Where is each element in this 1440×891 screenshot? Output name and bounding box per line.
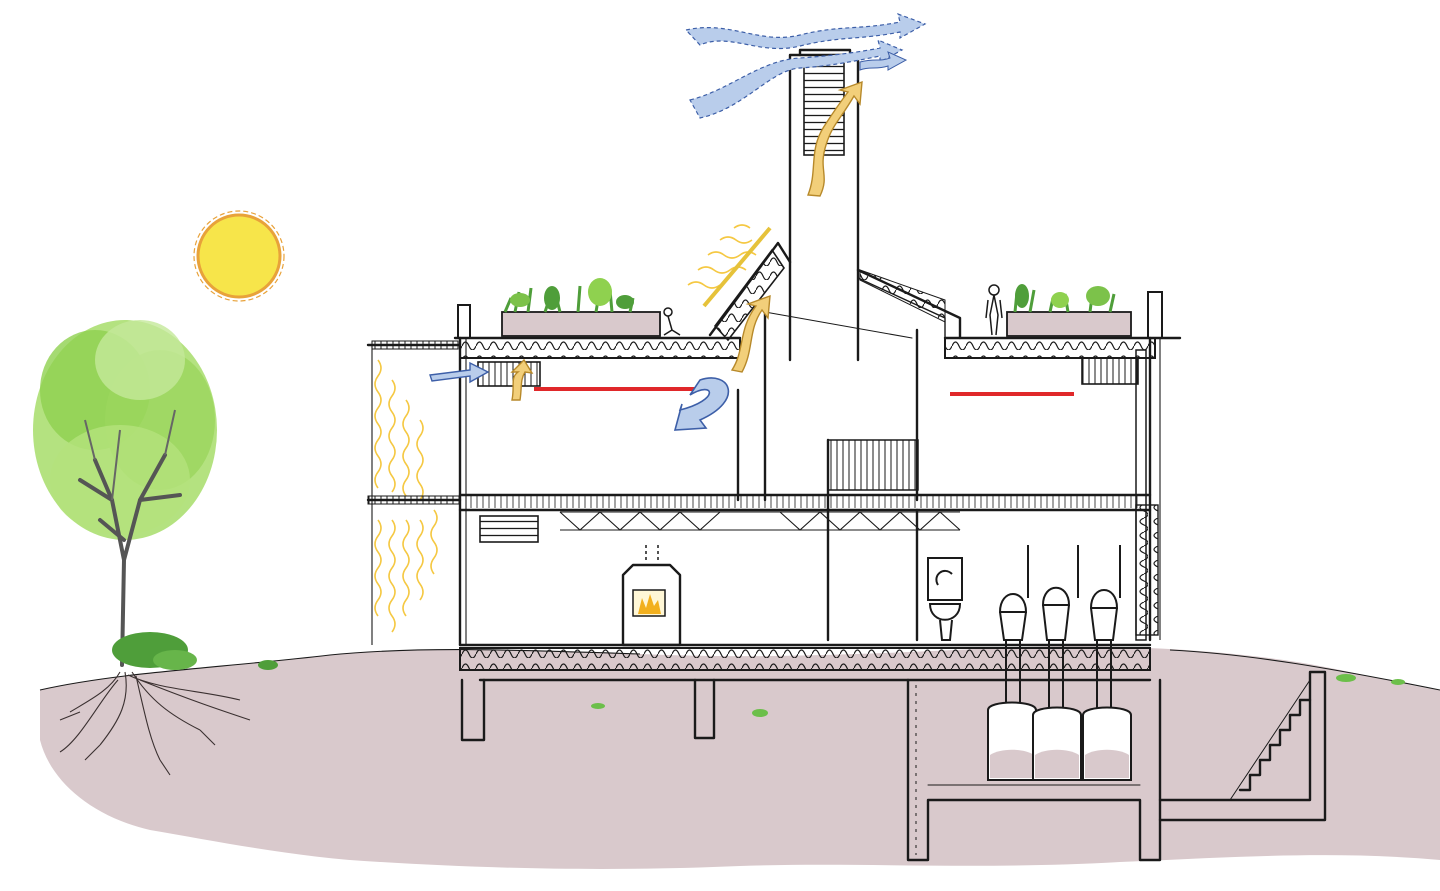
tree-roots: [59, 671, 251, 776]
exhaust-air-arrow: [684, 13, 927, 119]
tree-icon: [33, 320, 278, 670]
building-section: [366, 48, 1327, 862]
solar-rays: [374, 359, 438, 633]
plant-icon: [501, 278, 1132, 337]
cistern-icon: [987, 545, 1132, 781]
fireplace-icon: [621, 545, 682, 647]
warm-air-arrow: [510, 80, 863, 401]
radiant-heaters: [534, 387, 1074, 396]
sun-icon: [193, 210, 285, 302]
toilet-icon: [927, 557, 963, 641]
ground-tufts: [591, 674, 1405, 717]
cool-air-arrow: [429, 361, 730, 431]
vent-grilles: [477, 357, 1139, 543]
person-icon: [663, 284, 1003, 336]
